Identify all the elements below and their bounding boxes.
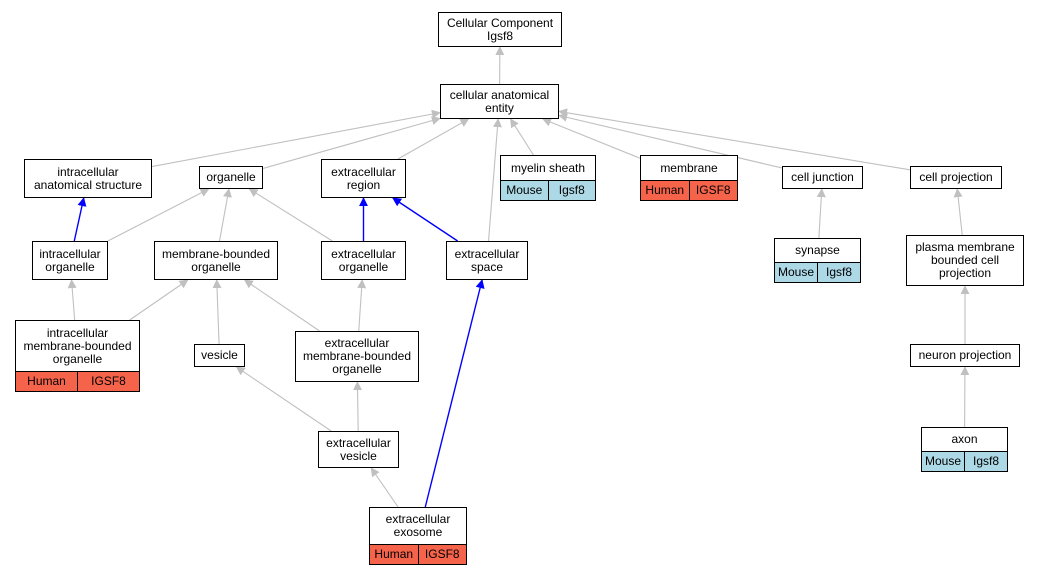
node-label: axon	[951, 432, 978, 446]
node-axon[interactable]: axon Mouse Igsf8	[921, 427, 1008, 472]
node-label: intracellular anatomical structure	[33, 164, 143, 192]
node-label: synapse	[795, 243, 840, 257]
annotation-row: Human IGSF8	[16, 371, 139, 391]
node-extracellular-organelle[interactable]: extracellular organelle	[321, 241, 406, 280]
node-label: neuron projection	[918, 348, 1012, 362]
edge-ecmbo-to-ecorg	[357, 279, 367, 332]
edge-intraorg-to-ias	[73, 197, 87, 242]
node-extracellular-exosome[interactable]: extracellular exosome Human IGSF8	[369, 507, 467, 565]
edge-myelin-to-cae	[510, 118, 534, 156]
node-cellular-anatomical-entity[interactable]: cellular anatomical entity	[440, 84, 559, 119]
node-label: extracellular organelle	[331, 246, 396, 274]
edge-exosome-to-ecspace	[424, 279, 485, 508]
edge-cellproj-to-cae	[558, 108, 911, 171]
species-mouse-badge: Mouse	[501, 181, 548, 200]
node-synapse[interactable]: synapse Mouse Igsf8	[774, 238, 861, 283]
species-human-badge: Human	[641, 181, 689, 200]
species-mouse-badge: Mouse	[775, 263, 817, 282]
gene-badge: Igsf8	[547, 181, 595, 200]
node-label: vesicle	[201, 348, 238, 362]
node-intracellular-membrane-bounded-organelle[interactable]: intracellular membrane-bounded organelle…	[15, 320, 140, 392]
node-membrane-bounded-organelle[interactable]: membrane-bounded organelle	[154, 241, 278, 280]
edge-ias-to-cae	[151, 109, 441, 168]
node-extracellular-membrane-bounded-organelle[interactable]: extracellular membrane-bounded organelle	[295, 331, 419, 382]
gene-badge: IGSF8	[417, 545, 466, 564]
node-vesicle[interactable]: vesicle	[194, 344, 245, 367]
gene-badge: IGSF8	[77, 372, 139, 391]
gene-badge: Igsf8	[817, 263, 860, 282]
node-label: intracellular membrane-bounded organelle	[23, 325, 132, 366]
edge-exosome-to-ecvesicle	[370, 467, 399, 508]
edge-imbo-to-intraorg	[67, 279, 77, 321]
edge-celljunction-to-cae	[558, 112, 783, 169]
edge-vesicle-to-mbo	[212, 279, 222, 345]
node-intracellular-organelle[interactable]: intracellular organelle	[32, 241, 108, 280]
node-label: cellular anatomical entity	[449, 87, 550, 115]
edge-ecspace-to-ecregion	[392, 197, 459, 242]
species-human-badge: Human	[370, 545, 418, 564]
node-label: extracellular space	[454, 246, 520, 274]
edge-ecregion-to-cae	[397, 118, 470, 160]
edge-ecmbo-to-mbo	[243, 279, 320, 332]
node-plasma-membrane-bounded-cell-projection[interactable]: plasma membrane bounded cell projection	[906, 235, 1024, 286]
node-cell-projection[interactable]: cell projection	[910, 166, 1002, 189]
node-label: intracellular organelle	[39, 246, 101, 274]
node-label: extracellular region	[331, 164, 396, 192]
edge-ecorg-to-organelle	[248, 188, 333, 242]
edge-mbo-to-organelle	[218, 188, 232, 242]
node-extracellular-region[interactable]: extracellular region	[321, 159, 406, 198]
edge-ecvesicle-to-ecmbo	[353, 381, 363, 432]
annotation-row: Mouse Igsf8	[775, 262, 860, 282]
annotation-row: Mouse Igsf8	[922, 451, 1007, 471]
node-label: membrane-bounded organelle	[161, 246, 271, 274]
edge-pmbcp-to-cellproj	[953, 188, 963, 236]
node-organelle[interactable]: organelle	[199, 166, 263, 189]
node-label: cell projection	[919, 170, 993, 184]
node-label: extracellular exosome	[385, 512, 451, 539]
node-label: plasma membrane bounded cell projection	[915, 240, 1015, 280]
edge-organelle-to-cae	[262, 116, 441, 169]
node-neuron-projection[interactable]: neuron projection	[910, 344, 1020, 367]
node-label: myelin sheath	[510, 160, 586, 175]
node-cell-junction[interactable]: cell junction	[782, 166, 863, 189]
edge-intraorg-to-organelle	[107, 188, 210, 242]
node-membrane[interactable]: membrane Human IGSF8	[640, 155, 738, 201]
node-label: membrane	[660, 160, 718, 175]
annotation-row: Mouse Igsf8	[501, 180, 595, 200]
node-label: Cellular Component Igsf8	[446, 15, 554, 43]
node-label: extracellular membrane-bounded organelle	[302, 336, 412, 376]
annotation-row: Human IGSF8	[370, 544, 466, 564]
gene-badge: Igsf8	[964, 452, 1007, 471]
annotation-row: Human IGSF8	[641, 180, 737, 200]
species-human-badge: Human	[16, 372, 77, 391]
node-label: organelle	[206, 170, 256, 184]
node-myelin-sheath[interactable]: myelin sheath Mouse Igsf8	[500, 155, 596, 201]
node-extracellular-vesicle[interactable]: extracellular vesicle	[318, 431, 399, 468]
node-extracellular-space[interactable]: extracellular space	[446, 241, 528, 280]
node-cellular-component[interactable]: Cellular Component Igsf8	[438, 12, 562, 47]
node-intracellular-anatomical-structure[interactable]: intracellular anatomical structure	[24, 159, 152, 198]
node-label: extracellular vesicle	[326, 435, 391, 463]
species-mouse-badge: Mouse	[922, 452, 964, 471]
edge-ecvesicle-to-vesicle	[235, 366, 332, 432]
edge-membrane-to-cae	[542, 117, 641, 159]
gene-badge: IGSF8	[688, 181, 737, 200]
edge-imbo-to-mbo	[129, 279, 189, 321]
node-label: cell junction	[791, 170, 854, 184]
edge-synapse-to-celljunction	[816, 188, 826, 239]
edge-ecspace-to-cae	[487, 118, 502, 242]
